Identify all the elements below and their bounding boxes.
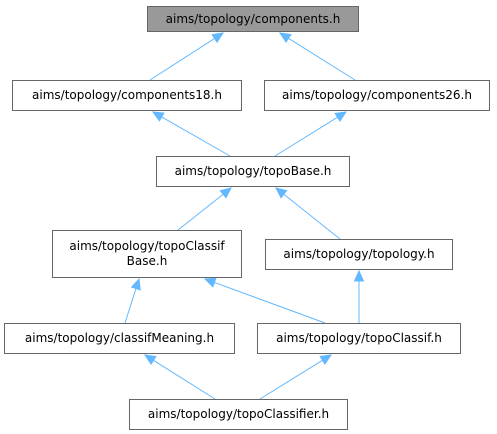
arrowhead-icon <box>278 32 292 44</box>
edge-topobase-to-components26 <box>274 111 348 157</box>
edge-components26-to-components <box>278 32 356 81</box>
edge-line <box>259 359 323 400</box>
node-topoclassifier-h[interactable]: aims/topology/topoClassifier.h <box>129 399 348 430</box>
arrowhead-icon <box>319 354 333 366</box>
arrowhead-icon <box>143 354 157 366</box>
arrowhead-icon <box>275 187 288 199</box>
edge-topology-to-topobase <box>275 187 341 240</box>
arrowhead-icon <box>211 32 225 44</box>
edge-topoclassif-to-topoclassifbase <box>203 277 326 324</box>
edge-components18-to-components <box>149 32 225 81</box>
arrowhead-icon <box>334 111 348 123</box>
node-components-h[interactable]: aims/topology/components.h <box>147 6 359 32</box>
edge-line <box>161 116 231 157</box>
edge-line <box>177 193 224 231</box>
edge-topoclassifier-to-topoclassif <box>259 354 333 400</box>
edge-line <box>124 288 137 324</box>
node-components18-h[interactable]: aims/topology/components18.h <box>12 80 242 111</box>
node-topobase-h[interactable]: aims/topology/topoBase.h <box>156 156 350 187</box>
edge-line <box>288 37 356 81</box>
node-components26-h[interactable]: aims/topology/components26.h <box>264 80 490 111</box>
arrowhead-icon <box>353 269 365 282</box>
node-label: aims/topology/topoClassif.h <box>276 331 442 345</box>
node-label-line-1: aims/topology/topoClassif <box>69 239 225 253</box>
node-topology-h[interactable]: aims/topology/topology.h <box>265 239 453 270</box>
edge-line <box>283 193 341 240</box>
node-classifmeaning-h[interactable]: aims/topology/classifMeaning.h <box>4 323 235 354</box>
arrowhead-icon <box>219 187 232 199</box>
arrowhead-icon <box>151 111 165 122</box>
arrowhead-icon <box>130 277 141 291</box>
edge-line <box>274 116 338 157</box>
node-label: aims/topology/components26.h <box>282 88 472 102</box>
edge-classifmeaning-to-topoclassifbase <box>124 277 141 324</box>
arrowhead-icon <box>203 277 217 288</box>
edge-topoclassif-to-topology <box>353 269 365 323</box>
edge-topoclassifbase-to-topobase <box>177 187 232 231</box>
edge-topobase-to-components18 <box>151 111 231 157</box>
node-label-line-2: Base.h <box>126 254 168 268</box>
edge-topoclassifier-to-classifmeaning <box>143 354 216 400</box>
node-topoclassifbase-h[interactable]: aims/topology/topoClassif Base.h <box>52 230 242 278</box>
node-label: aims/topology/topoBase.h <box>174 164 332 178</box>
node-label: aims/topology/topoClassifier.h <box>147 407 330 421</box>
node-label: aims/topology/classifMeaning.h <box>24 331 215 345</box>
edge-line <box>149 37 215 81</box>
edge-line <box>153 359 216 400</box>
node-label: aims/topology/components18.h <box>32 88 222 102</box>
edge-line <box>214 281 326 324</box>
node-topoclassif-h[interactable]: aims/topology/topoClassif.h <box>257 323 461 354</box>
node-label: aims/topology/components.h <box>165 11 341 26</box>
node-label: aims/topology/topology.h <box>283 247 435 261</box>
